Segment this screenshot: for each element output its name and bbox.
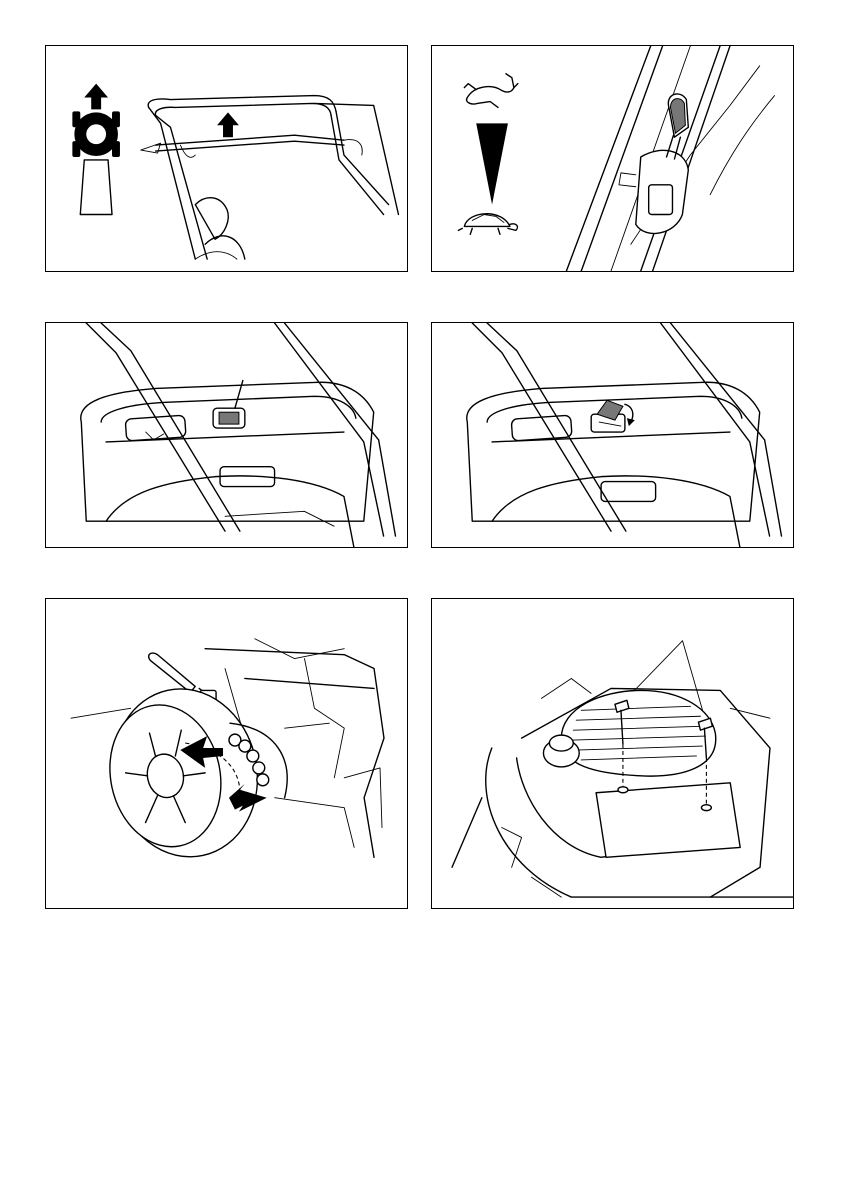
figure-4-drawing [432,323,793,547]
speed-wedge-icon [476,123,508,204]
fill-indicator-icon [213,380,245,428]
figure-5-height-adjustment [45,598,408,909]
figure-2-drawing [432,46,793,271]
figure-1-drawing [46,46,407,271]
turtle-slow-icon [458,214,517,235]
grass-bag-icon [81,323,396,547]
figure-1-drive-lever [45,45,408,272]
rear-wheel-icon [97,675,287,870]
speed-lever-icon [566,46,774,271]
fill-indicator-flap-icon [591,400,635,432]
figure-5-drawing [46,599,407,908]
figure-3-bag-indicator-closed [45,322,408,548]
figure-6-engine-bolts [431,598,794,909]
wheel-arrow-pictogram-icon [72,84,120,215]
rabbit-fast-icon [464,74,518,108]
grass-bag-icon [467,323,782,547]
handle-bar-icon [141,96,399,260]
figure-3-drawing [46,323,407,547]
lift-arrow-icon [217,112,239,137]
figure-2-speed-control [431,45,794,272]
figure-6-drawing [432,599,793,908]
figure-4-bag-indicator-open [431,322,794,548]
